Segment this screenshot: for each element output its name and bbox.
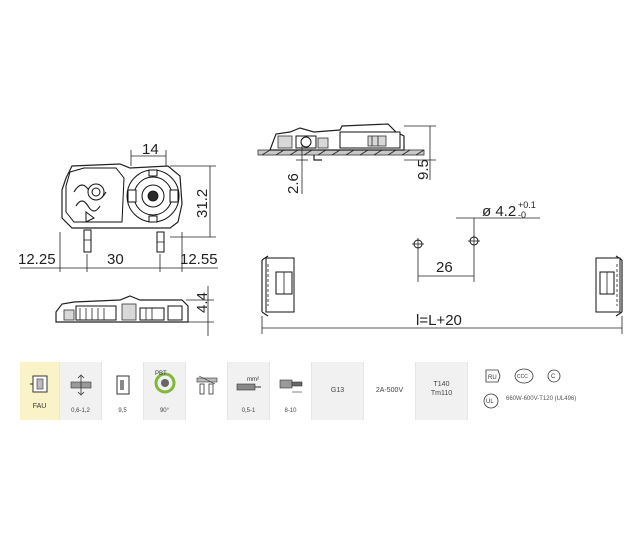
dim-pin-spacing: 30 — [107, 251, 124, 268]
dim-height: 31.2 — [194, 189, 211, 218]
front-view: 14 31.2 12.25 — [18, 141, 218, 272]
dim-hole-diameter: ø 4.2 — [482, 203, 516, 220]
spec-thickness-cell: 9,5 — [102, 362, 144, 420]
spec-wire: 0,6-1,2 — [71, 408, 90, 414]
spec-code-cell: FAU — [20, 362, 60, 420]
spec-strip-length: 8-10 — [284, 408, 297, 414]
svg-text:CCC: CCC — [517, 374, 528, 380]
spec-rotation: 90° — [159, 408, 170, 414]
spec-cross-section: 0,5-1 — [241, 408, 256, 414]
dim-right-overhang: 12.55 — [180, 251, 218, 268]
spec-strip-cell: 8-10 — [270, 362, 312, 420]
svg-text:C: C — [551, 374, 556, 380]
lampholder-icon — [29, 375, 47, 393]
certification-icons: RU CCC C — [485, 368, 561, 384]
spec-mount-cell — [186, 362, 228, 420]
mounting-icon — [196, 375, 217, 395]
spec-ul-text: 660W-600V-T120 (UL496) — [506, 396, 577, 402]
hole-layout: ø 4.2 +0.1 -0 26 — [412, 200, 540, 282]
spec-mm2: mm² — [247, 377, 259, 383]
spec-rating: 2A-500V — [375, 387, 404, 394]
dim-tol-plus: +0.1 — [518, 200, 536, 210]
dim-tol-minus: -0 — [518, 210, 526, 220]
ccc-cert-icon: CCC — [514, 368, 534, 384]
spec-cross-section-cell: mm² 0,5-1 — [228, 362, 270, 420]
spec-thickness: 9,5 — [118, 408, 127, 414]
svg-text:UL: UL — [486, 399, 494, 405]
c-cert-icon: C — [547, 369, 561, 383]
spec-temp-cell: T140 Tm110 — [416, 362, 468, 420]
ul-cert-icon: UL — [483, 393, 499, 409]
spec-rating-cell: 2A-500V — [364, 362, 416, 420]
svg-text:RU: RU — [488, 375, 497, 381]
thickness-icon — [116, 375, 129, 395]
pbt-rotation-icon: PBT — [154, 371, 175, 394]
spec-temp-1: T140 — [433, 381, 450, 388]
length-view: l=L+20 — [261, 255, 623, 334]
wire-gauge-icon — [70, 374, 91, 396]
side-view: 4.4 — [55, 286, 214, 336]
dim-mount-height: 9.5 — [415, 159, 432, 180]
spec-base-cell: G13 — [312, 362, 364, 420]
spec-material-cell: PBT 90° — [144, 362, 186, 420]
dim-left-overhang: 12.25 — [18, 251, 56, 268]
spec-code: FAU — [32, 403, 47, 410]
mounted-view: 2.6 9.5 — [257, 123, 436, 194]
dim-mount-offset: 2.6 — [285, 173, 302, 194]
spec-cert-cell: RU CCC C UL 660W-600V-T120 (UL496) — [468, 362, 620, 420]
dim-side-height: 4.4 — [194, 292, 211, 313]
ru-cert-icon: RU — [485, 369, 501, 383]
spec-pbt: PBT — [155, 371, 167, 377]
strip-length-icon — [279, 379, 302, 393]
dim-top-width: 14 — [142, 141, 159, 158]
spec-temp-2: Tm110 — [430, 390, 453, 397]
spec-strip: FAU 0,6-1,2 9,5 PBT 90° — [20, 362, 620, 420]
spec-base: G13 — [330, 387, 345, 394]
dim-hole-spacing: 26 — [436, 259, 453, 276]
wire-cross-section-icon: mm² — [236, 377, 261, 391]
dim-length: l=L+20 — [416, 312, 462, 329]
spec-wire-cell: 0,6-1,2 — [60, 362, 102, 420]
